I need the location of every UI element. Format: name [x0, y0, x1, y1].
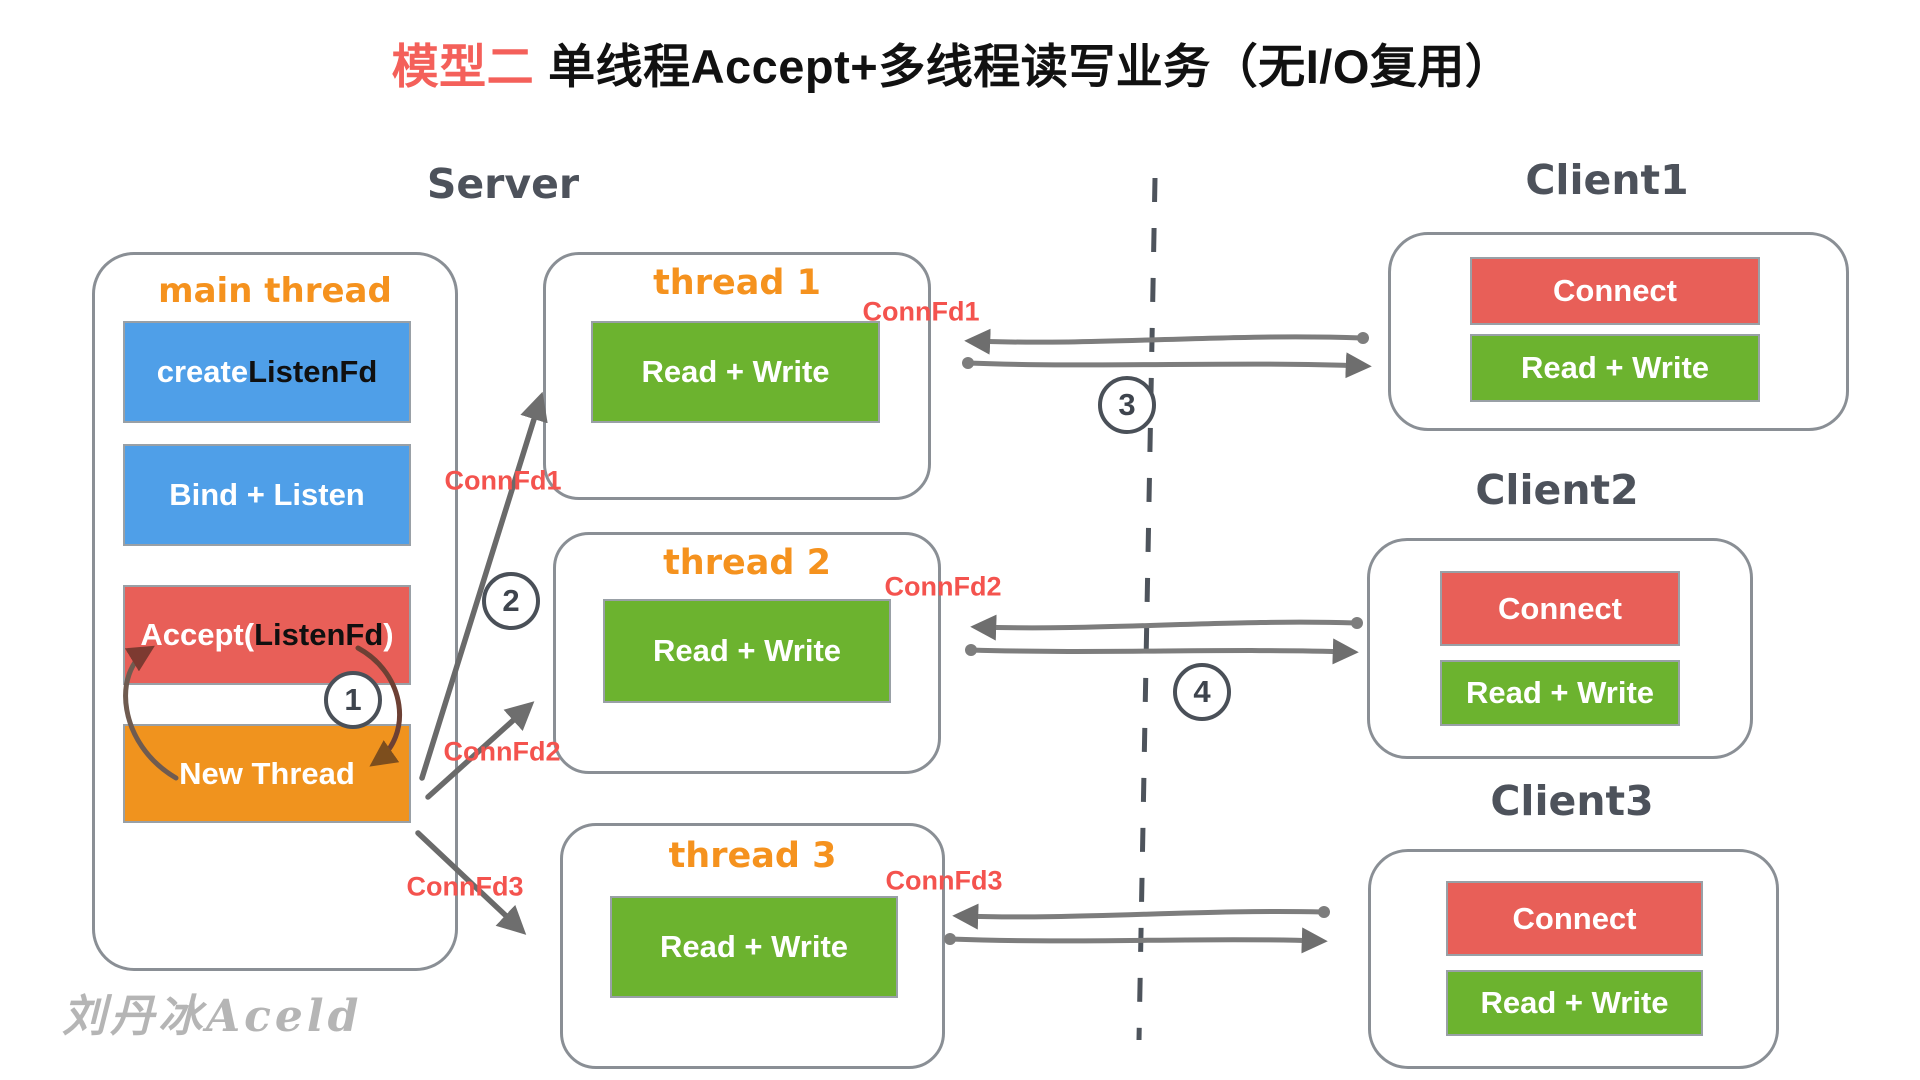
thread1-title: thread 1 — [653, 263, 821, 303]
client2-read-write-label: Read + Write — [1465, 675, 1655, 710]
connfd1-label-left: ConnFd1 — [444, 465, 562, 496]
connfd1-label-right: ConnFd1 — [862, 296, 980, 327]
author-watermark: 刘丹冰Aceld — [62, 991, 363, 1042]
page-title-text: 单线程Accept+多线程读写业务（无I/O复用） — [548, 40, 1513, 93]
client1-connect-arrow — [964, 328, 1365, 355]
page-title-model-badge: 模型二 — [391, 40, 535, 93]
client3-connect-label: Connect — [1512, 900, 1637, 936]
bind-listen-label: Bind + Listen — [169, 477, 365, 512]
client2-connect-label: Connect — [1498, 590, 1622, 626]
create-listenfd-label: ListenFd — [248, 354, 378, 389]
server-heading: Server — [426, 160, 580, 208]
client1-container: Connect Read + Write — [1388, 232, 1849, 431]
client2-connect-box: Connect — [1440, 571, 1680, 646]
accept-box: Accept(ListenFd) — [123, 585, 411, 685]
thread3-readwrite-arrow-origin-dot — [944, 933, 956, 945]
client1-read-write-label: Read + Write — [1520, 350, 1710, 385]
connfd3-label-right: ConnFd3 — [885, 865, 1003, 896]
client3-read-write-box: Read + Write — [1446, 970, 1703, 1036]
create-label: create — [156, 354, 249, 389]
thread1-read-write-box: Read + Write — [591, 321, 880, 423]
client3-read-write-label: Read + Write — [1480, 985, 1669, 1020]
client1-connect-box: Connect — [1470, 257, 1760, 325]
thread1-read-write-label: Read + Write — [641, 354, 830, 389]
thread1-readwrite-arrow-origin-dot — [962, 357, 974, 369]
thread1-readwrite-arrow — [965, 352, 1372, 379]
page-title: 模型二单线程Accept+多线程读写业务（无I/O复用） — [392, 28, 1513, 97]
step-badge-1: 1 — [324, 671, 382, 729]
client3-heading: Client3 — [1490, 777, 1654, 825]
thread2-readwrite-arrow — [968, 638, 1359, 665]
client1-connect-arrow-origin-dot — [1357, 332, 1369, 344]
bind-listen-box: Bind + Listen — [123, 444, 411, 546]
connfd2-label-left: ConnFd2 — [443, 736, 561, 767]
create-listenfd-box: create ListenFd — [123, 321, 411, 423]
step-badge-2: 2 — [482, 572, 540, 630]
main-thread-title: main thread — [158, 271, 392, 311]
client2-heading: Client2 — [1475, 466, 1639, 514]
server-client-divider-dashed-line — [1136, 177, 1158, 1041]
client3-connect-arrow-origin-dot — [1318, 906, 1330, 918]
client1-connect-label: Connect — [1553, 273, 1677, 308]
new-thread-box: New Thread — [123, 724, 411, 823]
step-badge-4: 4 — [1173, 663, 1231, 721]
thread3-readwrite-arrow — [947, 927, 1328, 954]
thread1-container: thread 1 Read + Write — [543, 252, 931, 500]
client1-read-write-box: Read + Write — [1470, 334, 1760, 402]
step-badge-3: 3 — [1098, 376, 1156, 434]
connfd3-label-left: ConnFd3 — [406, 871, 524, 902]
client1-heading: Client1 — [1525, 156, 1689, 204]
thread2-readwrite-arrow-origin-dot — [965, 644, 977, 656]
client3-connect-box: Connect — [1446, 881, 1703, 956]
main-thread-container: main thread create ListenFd Bind + Liste… — [92, 252, 458, 971]
client3-connect-arrow — [952, 903, 1326, 930]
thread2-read-write-label: Read + Write — [652, 633, 842, 668]
client2-connect-arrow-origin-dot — [1351, 617, 1363, 629]
thread2-read-write-box: Read + Write — [603, 599, 891, 703]
new-thread-label: New Thread — [179, 755, 355, 791]
thread3-read-write-box: Read + Write — [610, 896, 898, 998]
client2-container: Connect Read + Write — [1367, 538, 1753, 759]
client3-container: Connect Read + Write — [1368, 849, 1779, 1069]
accept-listenfd-label: ListenFd — [254, 617, 384, 652]
thread2-title: thread 2 — [663, 543, 831, 583]
thread3-read-write-label: Read + Write — [659, 929, 849, 964]
client2-connect-arrow — [970, 614, 1359, 641]
thread3-title: thread 3 — [668, 836, 837, 876]
accept-suffix-label: ) — [383, 617, 394, 652]
accept-prefix-label: Accept( — [140, 617, 255, 652]
client2-read-write-box: Read + Write — [1440, 660, 1680, 726]
thread2-container: thread 2 Read + Write — [553, 532, 941, 774]
thread3-container: thread 3 Read + Write — [560, 823, 945, 1069]
connfd2-label-right: ConnFd2 — [884, 571, 1002, 602]
